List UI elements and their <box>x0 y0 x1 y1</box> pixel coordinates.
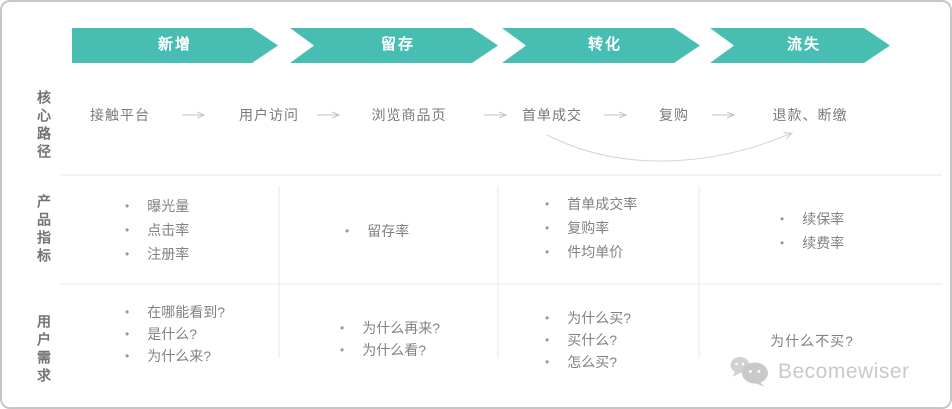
list-item: • 点击率 <box>125 218 189 242</box>
bullet-icon: • <box>340 321 345 335</box>
need-label: 为什么来? <box>147 348 211 364</box>
wechat-logo-icon <box>730 357 768 387</box>
need-label: 为什么再来? <box>362 320 440 336</box>
needs-list-retention: • 为什么再来? • 为什么看? <box>340 317 440 361</box>
stage-arrow-shape <box>72 28 278 63</box>
bullet-icon: • <box>545 355 550 369</box>
metric-label: 续费率 <box>802 235 845 251</box>
needs-list-conversion: • 为什么买? • 买什么? • 怎么买? <box>545 307 631 373</box>
bullet-icon: • <box>345 224 350 238</box>
need-label: 是什么? <box>147 326 197 342</box>
list-item: • 注册率 <box>125 242 189 266</box>
list-item: • 件均单价 <box>545 240 637 264</box>
list-item: • 曝光量 <box>125 194 189 218</box>
watermark-brand: Becomewiser <box>778 360 910 383</box>
metrics-list-new: • 曝光量 • 点击率 • 注册率 <box>125 194 189 266</box>
metrics-list-conversion: • 首单成交率 • 复购率 • 件均单价 <box>545 192 637 264</box>
metrics-list-retention: • 留存率 <box>345 219 409 243</box>
metric-label: 留存率 <box>367 223 410 239</box>
skip-to-churn-curve-arrow <box>546 133 792 162</box>
list-item: • 首单成交率 <box>545 192 637 216</box>
metric-label: 续保率 <box>802 211 845 227</box>
list-item: • 怎么买? <box>545 351 631 373</box>
metric-label: 注册率 <box>147 246 190 262</box>
path-step: 退款、断缴 <box>772 107 848 123</box>
bullet-icon: • <box>340 343 345 357</box>
need-label: 在哪能看到? <box>147 304 225 320</box>
bullet-icon: • <box>780 212 785 226</box>
path-step: 首单成交 <box>522 107 582 123</box>
stage-arrow-shape <box>502 28 700 63</box>
needs-list-new: • 在哪能看到? • 是什么? • 为什么来? <box>125 301 225 367</box>
metrics-list-churn: • 续保率 • 续费率 <box>780 207 844 255</box>
bullet-icon: • <box>780 236 785 250</box>
stage-label-conversion: 转化 <box>587 36 622 53</box>
bullet-icon: • <box>125 223 130 237</box>
bullet-icon: • <box>545 197 550 211</box>
stage-arrow-shape <box>290 28 498 63</box>
row-label-needs: 用户需求 <box>36 314 52 386</box>
list-item: • 复购率 <box>545 216 637 240</box>
list-item: • 续费率 <box>780 231 844 255</box>
list-item: • 续保率 <box>780 207 844 231</box>
path-step: 用户访问 <box>239 107 299 123</box>
row-label-metrics: 产品指标 <box>36 194 52 266</box>
metric-label: 件均单价 <box>567 244 624 260</box>
need-label: 为什么看? <box>362 342 426 358</box>
bullet-icon: • <box>125 247 130 261</box>
need-label: 买什么? <box>567 332 617 348</box>
churn-question: 为什么不买? <box>770 333 854 349</box>
bullet-icon: • <box>125 305 130 319</box>
bullet-icon: • <box>545 245 550 259</box>
stage-label-churn: 流失 <box>786 36 821 53</box>
need-label: 为什么买? <box>567 310 631 326</box>
stage-label-retention: 留存 <box>380 36 415 53</box>
bullet-icon: • <box>125 349 130 363</box>
grid-lines-group <box>60 174 942 358</box>
list-item: • 买什么? <box>545 329 631 351</box>
metric-label: 曝光量 <box>147 198 190 214</box>
list-item: • 是什么? <box>125 323 225 345</box>
stage-label-new: 新增 <box>157 36 192 53</box>
bullet-icon: • <box>125 327 130 341</box>
path-step: 浏览商品页 <box>371 107 447 123</box>
watermark: Becomewiser <box>729 355 910 389</box>
bullet-icon: • <box>545 333 550 347</box>
metric-label: 复购率 <box>567 220 610 236</box>
list-item: • 为什么来? <box>125 345 225 367</box>
metric-label: 点击率 <box>147 222 190 238</box>
bullet-icon: • <box>545 311 550 325</box>
metric-label: 首单成交率 <box>567 196 638 212</box>
list-item: • 为什么再来? <box>340 317 440 339</box>
path-step: 接触平台 <box>90 107 150 123</box>
row-label-core-path: 核心路径 <box>36 90 52 162</box>
list-item: • 为什么看? <box>340 339 440 361</box>
need-label: 怎么买? <box>567 354 617 370</box>
bullet-icon: • <box>125 199 130 213</box>
list-item: • 为什么买? <box>545 307 631 329</box>
stage-arrow-shape <box>710 28 890 63</box>
bullet-icon: • <box>545 221 550 235</box>
path-step: 复购 <box>659 107 689 123</box>
list-item: • 留存率 <box>345 219 409 243</box>
list-item: • 在哪能看到? <box>125 301 225 323</box>
